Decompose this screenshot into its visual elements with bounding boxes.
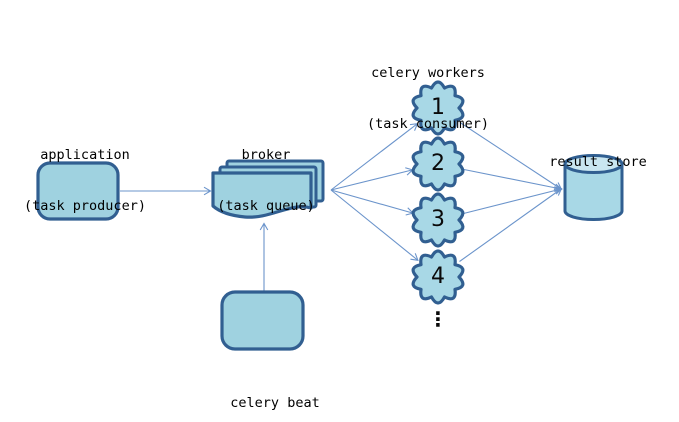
arrow-worker-2-to-store — [463, 168, 563, 193]
more-workers-ellipsis: ⋮ — [428, 307, 448, 331]
celery-beat-title: celery beat — [230, 395, 320, 411]
broker-subtitle: (task queue) — [217, 198, 315, 214]
result-store-cylinder — [563, 154, 624, 221]
arrow-worker-1-to-store — [459, 122, 563, 190]
broker-label: broker (task queue) — [188, 113, 344, 249]
worker-number-3: 3 — [431, 207, 445, 232]
worker-number-2: 2 — [431, 151, 445, 176]
worker-number-4: 4 — [431, 264, 445, 289]
application-subtitle: (task producer) — [24, 198, 146, 214]
arrow-worker-4-to-store — [459, 188, 563, 262]
arrows — [120, 122, 563, 291]
arrow-broker-to-worker-2 — [330, 167, 414, 191]
application-title: application — [40, 147, 130, 163]
result-store-label: result store — [520, 120, 676, 205]
broker-title: broker — [241, 147, 291, 163]
celery-beat-box — [220, 290, 305, 351]
workers-subtitle: (task consumer) — [367, 116, 489, 132]
workers-title: celery workers — [371, 65, 485, 81]
arrow-broker-to-worker-3 — [330, 189, 415, 216]
cylinder-top — [563, 154, 624, 174]
result-store-title: result store — [549, 154, 647, 170]
arrow-broker-to-worker-1 — [330, 123, 419, 191]
celery-beat-label: celery beat (task scheduler) — [196, 361, 354, 422]
arrow-worker-3-to-store — [463, 186, 563, 215]
broker-card-front — [211, 171, 313, 219]
arrow-broker-to-worker-4 — [330, 189, 419, 262]
workers-label: celery workers (task consumer) — [350, 31, 506, 167]
cylinder-body — [563, 164, 624, 221]
application-box — [36, 161, 120, 221]
broker-queue-stack — [211, 159, 325, 219]
application-label: application (task producer) — [6, 113, 164, 249]
worker-number-1: 1 — [431, 95, 445, 120]
